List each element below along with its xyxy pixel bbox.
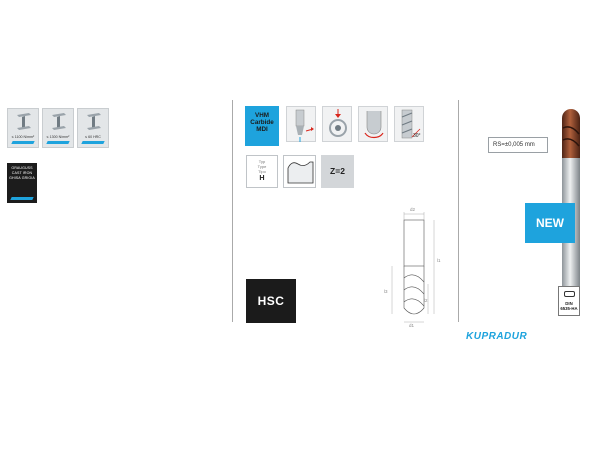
substrate-badge: VHM Carbide MDI bbox=[245, 106, 279, 146]
din-standard-badge: DIN 6535-HA bbox=[558, 286, 580, 316]
steel-beam-icon bbox=[52, 113, 66, 130]
material-tile-steel-1300: ≤ 1300 N/mm² bbox=[42, 108, 74, 148]
substrate-line: MDI bbox=[256, 126, 268, 134]
dim-l1-label: l1 bbox=[437, 258, 441, 263]
dim-d2-label: d2 bbox=[410, 207, 416, 212]
helix-angle-icon bbox=[401, 109, 421, 139]
type-label-line: Typ bbox=[258, 159, 266, 164]
material-tile-label: ≤ 60 HRC bbox=[85, 135, 101, 139]
corner-profile-icon bbox=[287, 161, 314, 184]
end-mill-cutting-icon bbox=[295, 109, 314, 142]
material-suitability-bar bbox=[81, 141, 105, 144]
material-suitability-bar bbox=[46, 141, 70, 144]
cast-iron-label-line: GRAUGUSS bbox=[11, 166, 33, 170]
ball-end-mill-image bbox=[562, 109, 580, 286]
rotation-plunge-icon bbox=[329, 109, 347, 137]
radius-tolerance-label: RS=±0,005 mm bbox=[488, 137, 548, 153]
dim-d1-label: d1 bbox=[409, 323, 415, 328]
material-tile-label: ≤ 1100 N/mm² bbox=[11, 135, 35, 139]
material-tile-cast-iron: GRAUGUSS CAST IRON GHISA GRIGIA bbox=[7, 163, 37, 203]
hsc-badge: HSC bbox=[246, 279, 296, 323]
helix-angle-value: 30° bbox=[413, 133, 421, 139]
cast-iron-label-line: CAST IRON bbox=[11, 171, 33, 175]
helix-angle-tile: 30° bbox=[394, 106, 424, 142]
material-tile-label: ≤ 1300 N/mm² bbox=[46, 135, 70, 139]
type-label-line: Tipo bbox=[258, 169, 266, 174]
section-divider bbox=[232, 100, 233, 322]
steel-beam-icon bbox=[87, 113, 101, 130]
steel-beam-icon bbox=[17, 113, 31, 130]
brand-logo-text: KUPRADUR bbox=[466, 331, 528, 342]
ball-nose-icon bbox=[364, 111, 384, 139]
dim-l2-label: l2 bbox=[424, 298, 428, 303]
material-suitability-bar bbox=[10, 197, 34, 200]
material-tile-hardened-60hrc: ≤ 60 HRC bbox=[77, 108, 109, 148]
cutting-profile-box bbox=[283, 155, 316, 188]
tool-type-box: Typ Type Tipo H bbox=[246, 155, 278, 188]
ball-nose-profile-tile bbox=[358, 106, 388, 142]
material-suitability-bar bbox=[11, 141, 35, 144]
material-tile-steel-1100: ≤ 1100 N/mm² bbox=[7, 108, 39, 148]
type-value: H bbox=[259, 173, 265, 182]
shank-form-icon bbox=[564, 291, 575, 297]
dim-l3-label: l3 bbox=[384, 289, 388, 294]
section-divider bbox=[458, 100, 459, 322]
flute-count: Z=2 bbox=[321, 155, 354, 188]
din-line: 6535-HA bbox=[560, 306, 578, 311]
plunging-tile bbox=[322, 106, 352, 142]
cutting-direction-tile bbox=[286, 106, 316, 142]
type-label-line: Type bbox=[257, 164, 267, 169]
din-line: DIN bbox=[565, 301, 573, 306]
end-mill-drawing bbox=[391, 212, 435, 323]
new-badge: NEW bbox=[525, 203, 575, 243]
cast-iron-label-line: GHISA GRIGIA bbox=[9, 176, 35, 180]
substrate-line: Carbide bbox=[250, 119, 274, 127]
substrate-line: VHM bbox=[255, 112, 269, 119]
